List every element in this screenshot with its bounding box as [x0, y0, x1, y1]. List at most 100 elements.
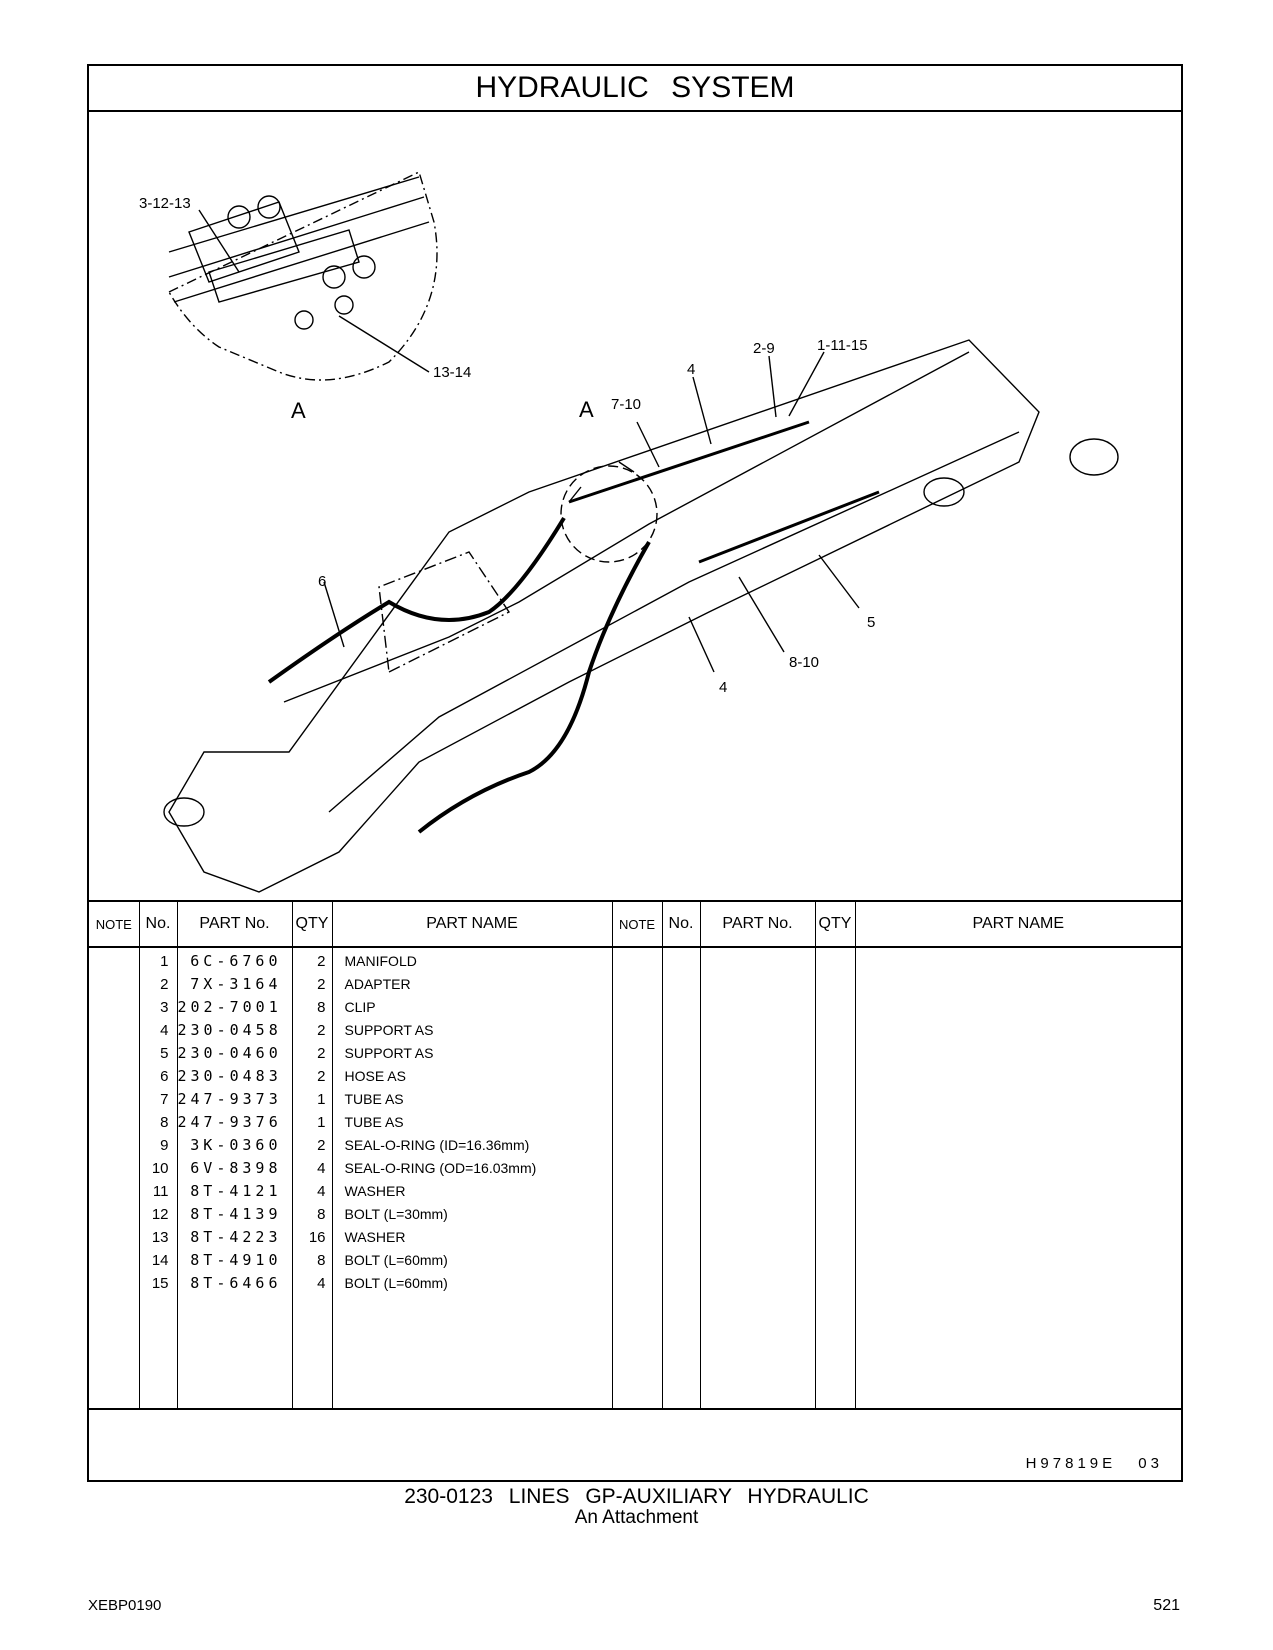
table-cell-qty: 2 — [317, 1068, 326, 1085]
document-id: XEBP0190 — [88, 1597, 162, 1614]
note-column-right — [611, 947, 662, 1410]
note-column — [89, 947, 139, 1410]
footer-title: 230-0123 LINES GP-AUXILIARY HYDRAULIC — [404, 1485, 869, 1508]
exploded-diagram: 3-12-13 13-14 A A 2-9 1-11-15 4 7-10 6 5… — [89, 112, 1181, 900]
table-cell-no: 11 — [152, 1183, 169, 1200]
table-cell-no: 12 — [151, 1206, 169, 1223]
table-cell-no: 10 — [151, 1160, 169, 1177]
table-cell-part-no: 230-0460 — [177, 1044, 282, 1062]
table-cell-name: TUBE AS — [344, 1114, 404, 1130]
table-cell-part-no: 7X-3164 — [190, 975, 282, 993]
table-cell-no: 7 — [160, 1091, 169, 1108]
table-cell-name: BOLT (L=60mm) — [344, 1275, 448, 1291]
table-cell-part-no: 6V-8398 — [190, 1159, 282, 1177]
table-cell-qty: 8 — [317, 999, 326, 1016]
callout-5: 5 — [867, 614, 875, 631]
table-cell-qty: 8 — [317, 1252, 326, 1269]
table-cell-qty: 2 — [317, 1022, 326, 1039]
table-cell-no: 13 — [151, 1229, 169, 1246]
table-cell-no: 4 — [160, 1022, 169, 1039]
part-name-column: MANIFOLD ADAPTER CLIP SUPPORT AS SUPPORT AS H… — [331, 947, 612, 1410]
part-no-column: 6C-6760 7X-3164 202-7001 230-0458 230-0460 23… — [176, 947, 292, 1410]
table-cell-part-no: 8T-4223 — [190, 1228, 282, 1246]
table-cell-name: CLIP — [344, 999, 376, 1015]
callout-detail-a-label: A — [291, 398, 306, 423]
table-cell-part-no: 247-9376 — [177, 1113, 282, 1131]
parts-sheet: HYDRAULIC SYSTEM — [87, 64, 1183, 1482]
table-cell-name: WASHER — [344, 1183, 406, 1199]
table-cell-part-no: 8T-4910 — [190, 1251, 282, 1269]
table-cell-qty: 2 — [317, 953, 326, 970]
table-cell-no: 9 — [160, 1137, 169, 1154]
callout-1-11-15: 1-11-15 — [817, 337, 868, 354]
table-cell-no: 2 — [160, 976, 169, 993]
callout-4-upper: 4 — [687, 361, 695, 378]
table-header-row: NOTE No. PART No. QTY PART NAME NOTE No.… — [89, 900, 1181, 948]
header-note-right: NOTE — [611, 900, 662, 948]
table-cell-part-no: 230-0483 — [177, 1067, 282, 1085]
header-note: NOTE — [89, 900, 139, 948]
table-cell-part-no: 8T-6466 — [190, 1274, 282, 1292]
callout-4-lower: 4 — [719, 679, 727, 696]
table-cell-part-no: 247-9373 — [177, 1090, 282, 1108]
table-cell-no: 1 — [160, 953, 169, 970]
qty-column: 2 2 8 2 2 2 1 1 2 4 4 8 16 8 4 — [291, 947, 332, 1410]
table-cell-part-no: 8T-4121 — [190, 1182, 282, 1200]
callout-13-14: 13-14 — [433, 364, 471, 381]
table-cell-qty: 2 — [317, 1137, 326, 1154]
table-cell-name: HOSE AS — [344, 1068, 406, 1084]
table-cell-qty: 1 — [317, 1114, 326, 1131]
table-cell-part-no: 230-0458 — [177, 1021, 282, 1039]
table-cell-qty: 4 — [317, 1275, 326, 1292]
table-cell-part-no: 202-7001 — [177, 998, 282, 1016]
table-cell-name: SEAL-O-RING (OD=16.03mm) — [344, 1160, 537, 1176]
title-bar: HYDRAULIC SYSTEM — [89, 66, 1181, 112]
callout-7-10: 7-10 — [611, 396, 641, 413]
header-no: No. — [138, 900, 177, 948]
table-cell-qty: 1 — [317, 1091, 326, 1108]
diagram-drawing: 3-12-13 13-14 A A 2-9 1-11-15 4 7-10 6 5… — [139, 171, 1119, 893]
table-cell-qty: 2 — [317, 1045, 326, 1062]
table-cell-name: BOLT (L=30mm) — [344, 1206, 448, 1222]
callout-view-a: A — [579, 397, 594, 422]
drawing-code: H97819E 03 — [1025, 1455, 1163, 1472]
header-no-right: No. — [661, 900, 700, 948]
table-cell-part-no: 8T-4139 — [190, 1205, 282, 1223]
table-cell-no: 6 — [160, 1068, 169, 1085]
table-cell-qty: 4 — [317, 1183, 326, 1200]
callout-3-12-13: 3-12-13 — [139, 195, 191, 212]
table-cell-qty: 4 — [317, 1160, 326, 1177]
table-cell-qty: 2 — [317, 976, 326, 993]
table-cell-no: 8 — [160, 1114, 169, 1131]
header-qty: QTY — [291, 900, 332, 948]
parts-table: NOTE No. PART No. QTY PART NAME NOTE No.… — [89, 900, 1181, 1410]
table-cell-name: SUPPORT AS — [344, 1022, 434, 1038]
table-cell-no: 14 — [151, 1252, 169, 1269]
table-cell-qty: 8 — [317, 1206, 326, 1223]
qty-column-right — [814, 947, 855, 1410]
table-cell-part-no: 3K-0360 — [190, 1136, 282, 1154]
table-cell-name: SUPPORT AS — [344, 1045, 434, 1061]
table-cell-qty: 16 — [308, 1229, 326, 1246]
header-part-name-right: PART NAME — [854, 900, 1181, 948]
table-cell-name: ADAPTER — [344, 976, 411, 992]
table-cell-no: 15 — [151, 1275, 169, 1292]
header-part-no: PART No. — [176, 900, 292, 948]
table-cell-name: MANIFOLD — [344, 953, 417, 969]
no-column-right — [661, 947, 700, 1410]
part-no-column-right — [699, 947, 815, 1410]
table-cell-name: SEAL-O-RING (ID=16.36mm) — [344, 1137, 530, 1153]
table-cell-name: WASHER — [344, 1229, 406, 1245]
header-part-name: PART NAME — [331, 900, 612, 948]
table-cell-no: 5 — [160, 1045, 169, 1062]
footer-subtitle: An Attachment — [574, 1507, 699, 1528]
header-qty-right: QTY — [814, 900, 855, 948]
table-cell-part-no: 6C-6760 — [190, 952, 282, 970]
callout-8-10: 8-10 — [789, 654, 819, 671]
part-name-column-right — [854, 947, 1181, 1410]
page-title: HYDRAULIC SYSTEM — [475, 71, 795, 104]
table-cell-no: 3 — [160, 999, 169, 1016]
header-part-no-right: PART No. — [699, 900, 815, 948]
page-number: 521 — [1153, 1597, 1180, 1614]
